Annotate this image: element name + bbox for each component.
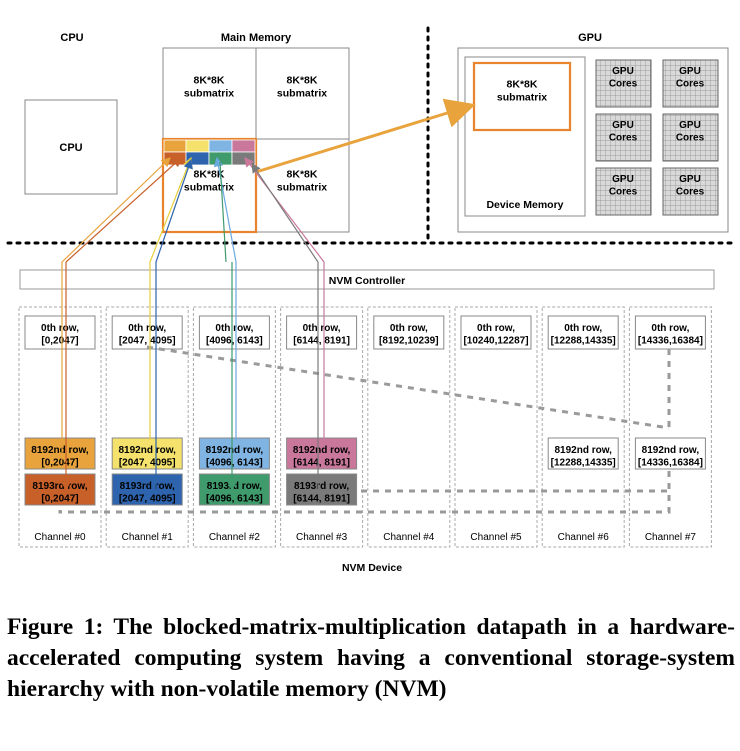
row-order-dashed-path [58,345,671,514]
row0-box [373,315,445,350]
channel-column [18,306,102,548]
row8193-box [24,473,96,506]
row0-box-label: 0th row,[14336,16384] [638,323,703,347]
row0-box [460,315,532,350]
row0-box [111,315,183,350]
row0-box-label: 0th row,[8192,10239] [379,323,439,347]
row8192-box [634,437,706,470]
channel-column [280,306,364,548]
row0-box [547,315,619,350]
cpu-box-label: CPU [59,142,82,154]
row8192-box-label: 8192nd row,[2047, 4095] [118,445,176,469]
row8192-box-label: 8192nd row,[4096, 6143] [206,445,264,469]
channel-column [367,306,451,548]
highlighted-submatrix [161,137,258,234]
row8193-box-label: 8193rd row,[4096, 6143] [206,481,263,505]
channel-label: Channel #6 [558,532,610,543]
channel-label: Channel #1 [122,532,174,543]
row8193-box-label: 8193rd row,[6144, 8191] [293,481,350,505]
gpu-section-title: GPU [578,32,602,44]
channel-label: Channel #7 [645,532,697,543]
channel-label: Channel #0 [34,532,86,543]
device-memory-label: Device Memory [486,199,563,211]
row0-box [286,315,358,350]
row8193-box [111,473,183,506]
row0-box-label: 0th row,[10240,12287] [463,323,528,347]
row0-box-label: 0th row,[0,2047] [41,323,79,347]
row0-box-label: 0th row,[4096, 6143] [206,323,263,347]
figure-caption: Figure 1: The blocked-matrix-multiplicat… [7,614,735,702]
row0-box [24,315,96,350]
gpu-cores-grid [595,59,719,216]
row8193-box-label: 8193rd row,[2047, 4095] [119,481,176,505]
row0-box-label: 0th row,[2047, 4095] [119,323,176,347]
cpu-box [24,99,118,195]
channel-column [105,306,189,548]
row8192-box [198,437,270,470]
channel-column [541,306,625,548]
row8193-box-label: 8193rd row,[0,2047] [32,481,87,505]
cpu-section-title: CPU [60,32,83,44]
row8192-box-label: 8192nd row,[6144, 8191] [293,445,351,469]
channel-column [192,306,276,548]
row8192-box [24,437,96,470]
nvm-device-label: NVM Device [342,562,402,574]
row8192-box [111,437,183,470]
transfer-to-gpu-arrow [255,98,476,174]
row8192-box-label: 8192nd row,[14336,16384] [638,445,703,469]
nvm-channels: 0th row,[0,2047] 8192nd row,[0,2047] 8193r… [18,306,712,548]
nvm-controller-box [19,269,715,290]
row0-box [198,315,270,350]
row0-box [634,315,706,350]
channel-label: Channel #4 [383,532,435,543]
row8192-box-label: 8192nd row,[12288,14335] [551,445,616,469]
channel-column [454,306,538,548]
nvm-controller-label: NVM Controller [329,275,405,287]
channel-label: Channel #3 [296,532,348,543]
device-submatrix [472,61,572,132]
data-transfer-arrows [61,156,325,492]
main-memory [161,47,350,234]
channel-label: Channel #5 [470,532,522,543]
row8192-box [286,437,358,470]
channel-column [628,306,712,548]
row0-box-label: 0th row,[6144, 8191] [293,323,350,347]
channel-label: Channel #2 [209,532,261,543]
row8192-box [547,437,619,470]
main-memory-section-title: Main Memory [221,32,292,44]
row8193-box [286,473,358,506]
row0-box-label: 0th row,[12288,14335] [551,323,616,347]
row8192-box-label: 8192nd row,[0,2047] [31,445,89,469]
